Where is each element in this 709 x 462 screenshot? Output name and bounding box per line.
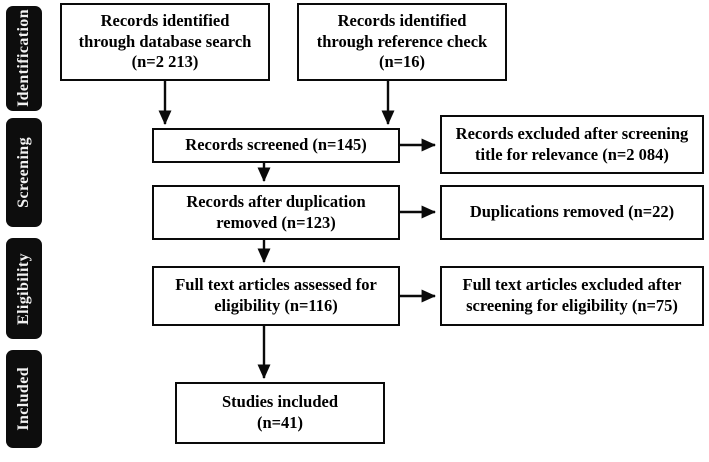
box-records-after-duplication-text: Records after duplication removed (n=123… [186,191,366,232]
box-records-screened-text: Records screened (n=145) [185,135,367,155]
box-records-identified-reference: Records identified through reference che… [297,3,507,81]
stage-label-included: Included [15,367,32,431]
box-records-screened: Records screened (n=145) [152,128,400,163]
box-duplications-removed: Duplications removed (n=22) [440,185,704,240]
box-records-identified-database: Records identified through database sear… [60,3,270,81]
stage-label-eligibility: Eligibility [15,252,32,325]
stage-label-screening: Screening [15,137,32,208]
box-records-identified-database-text: Records identified through database sear… [78,10,252,72]
box-duplications-removed-text: Duplications removed (n=22) [469,202,675,222]
stage-bar-eligibility: Eligibility [6,238,42,339]
box-fulltext-assessed-text: Full text articles assessed for eligibil… [175,275,377,315]
box-records-excluded: Records excluded after screening title f… [440,115,704,174]
stage-bar-screening: Screening [6,118,42,227]
box-records-identified-reference-text: Records identified through reference che… [316,10,488,72]
box-records-excluded-text: Records excluded after screening title f… [455,123,689,164]
stage-label-identification: Identification [15,9,32,108]
box-records-after-duplication: Records after duplication removed (n=123… [152,185,400,240]
box-studies-included: Studies included (n=41) [175,382,385,444]
stage-bar-included: Included [6,350,42,448]
box-fulltext-assessed: Full text articles assessed for eligibil… [152,266,400,326]
box-studies-included-text: Studies included (n=41) [222,392,338,432]
stage-bar-identification: Identification [6,6,42,111]
box-fulltext-excluded-text: Full text articles excluded after screen… [462,275,682,315]
box-fulltext-excluded: Full text articles excluded after screen… [440,266,704,326]
